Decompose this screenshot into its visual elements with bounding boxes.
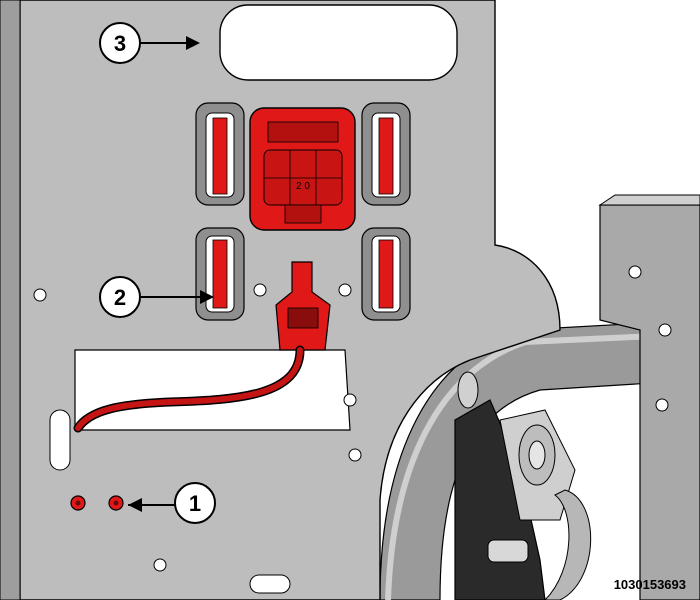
clip-pocket-upper-right bbox=[361, 102, 411, 206]
clip-pocket-upper-left bbox=[195, 102, 245, 206]
recliner-mechanism bbox=[454, 371, 592, 600]
callout-3-label: 3 bbox=[114, 31, 126, 56]
clip-pocket-lower-left bbox=[195, 227, 245, 321]
callout-2: 2 bbox=[99, 276, 214, 318]
fasteners bbox=[70, 495, 124, 511]
wire-harness bbox=[73, 261, 352, 433]
callout-3: 3 bbox=[99, 22, 200, 64]
top-window bbox=[219, 4, 458, 81]
callout-1: 1 bbox=[128, 482, 216, 524]
connector-module: 2 0 bbox=[249, 107, 356, 231]
clip-pocket-lower-right bbox=[361, 227, 411, 321]
callout-2-label: 2 bbox=[114, 285, 126, 310]
callout-1-label: 1 bbox=[189, 491, 201, 516]
connector-label: 2 0 bbox=[296, 181, 310, 192]
figure-id: 1030153693 bbox=[613, 577, 686, 592]
